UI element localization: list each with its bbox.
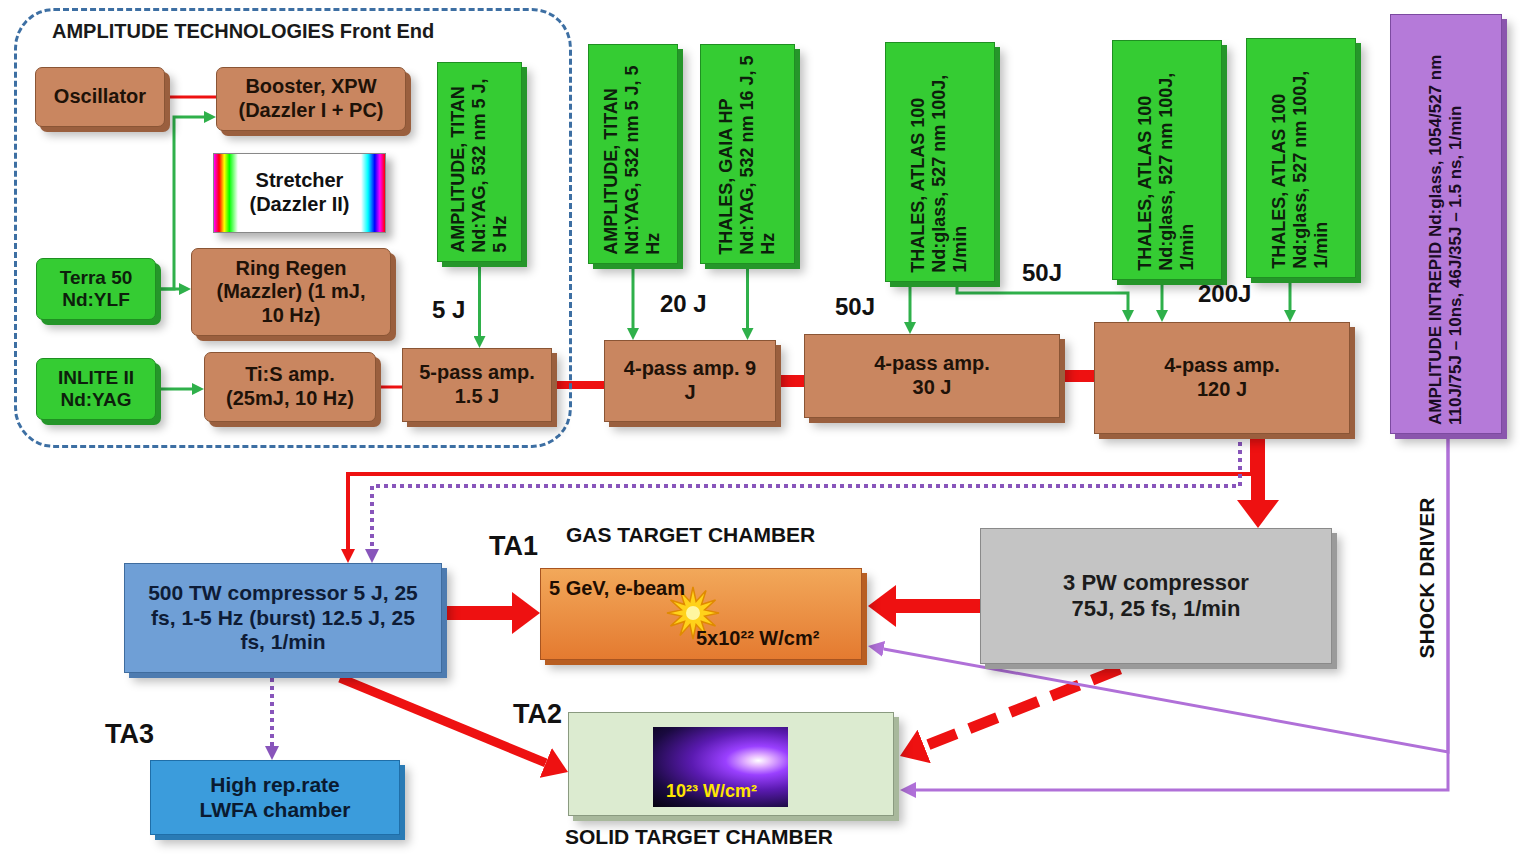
node-text: THALES, ATLAS 100 Nd:glass, 527 nm 100J,… <box>1135 49 1199 271</box>
node-text: Booster, XPW (Dazzler I + PC) <box>226 75 396 122</box>
energy-label: 20 J <box>660 290 707 318</box>
pump-arrow <box>1161 280 1164 310</box>
pump-laser-box: THALES, ATLAS 100 Nd:glass, 527 nm 100J,… <box>1246 38 1356 278</box>
rotated-text-frame: THALES, GAIA HP Nd:YAG, 532 nm 16 J, 5 H… <box>716 53 780 255</box>
node-text: High rep.rate LWFA chamber <box>180 773 370 823</box>
node-text: TA3 <box>105 719 154 751</box>
regen-amp-box: Ring Regen (Mazzler) (1 mJ, 10 Hz) <box>191 248 391 336</box>
node-text: 4-pass amp. 120 J <box>1152 354 1292 401</box>
compressor-box: 500 TW compressor 5 J, 25 fs, 1-5 Hz (bu… <box>124 563 442 673</box>
node-text: Oscillator <box>54 85 146 109</box>
beam-arrow <box>896 599 980 613</box>
beam-arrow <box>924 669 1120 746</box>
node-text: AMPLITUDE, TITAN Nd:YAG, 532 nm 5 J, 5 H… <box>448 71 512 253</box>
node-text: 5-pass amp. 1.5 J <box>412 361 542 408</box>
node-text: AMPLITUDE, TITAN Nd:YAG, 532 nm 5 J, 5 H… <box>601 53 665 255</box>
node-text: 3 PW compressor 75J, 25 fs, 1/min <box>1049 570 1264 622</box>
front-end-region: AMPLITUDE TECHNOLOGIES Front EndOscillat… <box>14 8 572 448</box>
pump-laser-box: THALES, ATLAS 100 Nd:glass, 527 nm 100J,… <box>1112 40 1222 280</box>
rotated-text-frame: AMPLITUDE, TITAN Nd:YAG, 532 nm 5 J, 5 H… <box>448 71 512 253</box>
pump-arrow <box>632 264 635 328</box>
beam-arrow <box>165 96 216 99</box>
shock-beam-arrow <box>270 678 274 746</box>
node-text: THALES, ATLAS 100 Nd:glass, 527 nm 100J,… <box>908 51 972 273</box>
node-text: AMPLITUDE TECHNOLOGIES Front End <box>52 20 434 44</box>
pump-arrow <box>156 288 179 291</box>
pump-arrow <box>1289 278 1292 310</box>
amplifier-box: Ti:S amp. (25mJ, 10 Hz) <box>204 352 376 422</box>
stretcher-box: Stretcher (Dazzler II) <box>213 153 386 233</box>
beam-arrow <box>376 386 402 389</box>
node-text: GAS TARGET CHAMBER <box>566 523 815 548</box>
energy-label: 5 J <box>432 296 465 324</box>
shock-beam-arrow <box>916 434 1448 790</box>
pump-arrow <box>957 282 1128 310</box>
node-text: THALES, ATLAS 100 Nd:glass, 527 nm 100J,… <box>1269 47 1333 269</box>
node-text: Ring Regen (Mazzler) (1 mJ, 10 Hz) <box>216 257 366 328</box>
node-text: 500 TW compressor 5 J, 25 fs, 1-5 Hz (bu… <box>138 581 428 655</box>
beam-arrow <box>442 606 512 620</box>
pump-laser-box: AMPLITUDE, TITAN Nd:YAG, 532 nm 5 J, 5 H… <box>437 62 522 262</box>
node-text: INLITE II Nd:YAG <box>46 367 146 412</box>
pump-laser-box: THALES, ATLAS 100 Nd:glass, 527 nm 100J,… <box>885 42 995 282</box>
node-text: 4-pass amp. 9 J <box>620 357 760 404</box>
rotated-text-frame: THALES, ATLAS 100 Nd:glass, 527 nm 100J,… <box>908 51 972 273</box>
node-text: TA1 <box>489 531 538 563</box>
node-text: 5x10²² W/cm² <box>696 627 819 651</box>
node-text: Stretcher (Dazzler II) <box>235 169 365 216</box>
amplifier-box: 5-pass amp. 1.5 J <box>402 348 552 422</box>
node-text: 4-pass amp. 30 J <box>862 352 1002 399</box>
rotated-text-frame: AMPLITUDE INTREPID Nd:glass, 1054/527 nm… <box>1426 23 1466 425</box>
node-text: THALES, GAIA HP Nd:YAG, 532 nm 16 J, 5 H… <box>716 53 780 255</box>
rotated-text-frame: AMPLITUDE, TITAN Nd:YAG, 532 nm 5 J, 5 H… <box>601 53 665 255</box>
node-text: Ti:S amp. (25mJ, 10 Hz) <box>215 363 365 410</box>
booster-box: Booster, XPW (Dazzler I + PC) <box>216 67 406 131</box>
node-text: TA2 <box>513 699 562 731</box>
pump-laser-box: AMPLITUDE, TITAN Nd:YAG, 532 nm 5 J, 5 H… <box>588 44 678 264</box>
node-text: 5 GeV, e-beam <box>549 577 685 601</box>
energy-label: 50J <box>1022 259 1062 287</box>
gas-chamber: TA1GAS TARGET CHAMBER5 GeV, e-beam5x10²²… <box>540 568 862 660</box>
shock-laser-box: AMPLITUDE INTREPID Nd:glass, 1054/527 nm… <box>1390 14 1502 434</box>
node-text: 10²³ W/cm² <box>666 781 757 802</box>
shock-beam-arrow <box>884 434 1448 752</box>
amplifier-box: 4-pass amp. 120 J <box>1094 322 1350 434</box>
beam-arrow <box>1060 370 1094 382</box>
pump-laser-box: INLITE II Nd:YAG <box>36 358 156 420</box>
beam-arrow <box>776 375 804 387</box>
rotated-text-frame: THALES, ATLAS 100 Nd:glass, 527 nm 100J,… <box>1135 49 1199 271</box>
pump-arrow <box>478 262 481 336</box>
oscillator-box: Oscillator <box>35 67 165 127</box>
rotated-text-frame: THALES, ATLAS 100 Nd:glass, 527 nm 100J,… <box>1269 47 1333 269</box>
beam-arrow <box>552 381 604 389</box>
node-text: AMPLITUDE INTREPID Nd:glass, 1054/527 nm… <box>1426 23 1466 425</box>
pump-arrow <box>156 388 192 391</box>
node-text: SOLID TARGET CHAMBER <box>565 825 833 850</box>
pump-arrow <box>909 282 912 322</box>
energy-label: 200J <box>1198 280 1251 308</box>
pump-arrow <box>746 264 749 328</box>
pump-laser-box: THALES, GAIA HP Nd:YAG, 532 nm 16 J, 5 H… <box>700 44 795 264</box>
solid-chamber: TA210²³ W/cm²SOLID TARGET CHAMBER <box>568 712 894 816</box>
compressor-box: 3 PW compressor 75J, 25 fs, 1/min <box>980 528 1332 664</box>
pump-laser-box: Terra 50 Nd:YLF <box>36 258 156 320</box>
node-text: Terra 50 Nd:YLF <box>46 267 146 312</box>
star-core <box>686 606 700 620</box>
lwfa-chamber: TA3High rep.rate LWFA chamber <box>150 760 400 835</box>
amplifier-box: 4-pass amp. 30 J <box>804 334 1060 418</box>
beam-name: SHOCK DRIVER <box>1414 497 1438 658</box>
amplifier-box: 4-pass amp. 9 J <box>604 340 776 422</box>
energy-label: 50J <box>835 293 875 321</box>
